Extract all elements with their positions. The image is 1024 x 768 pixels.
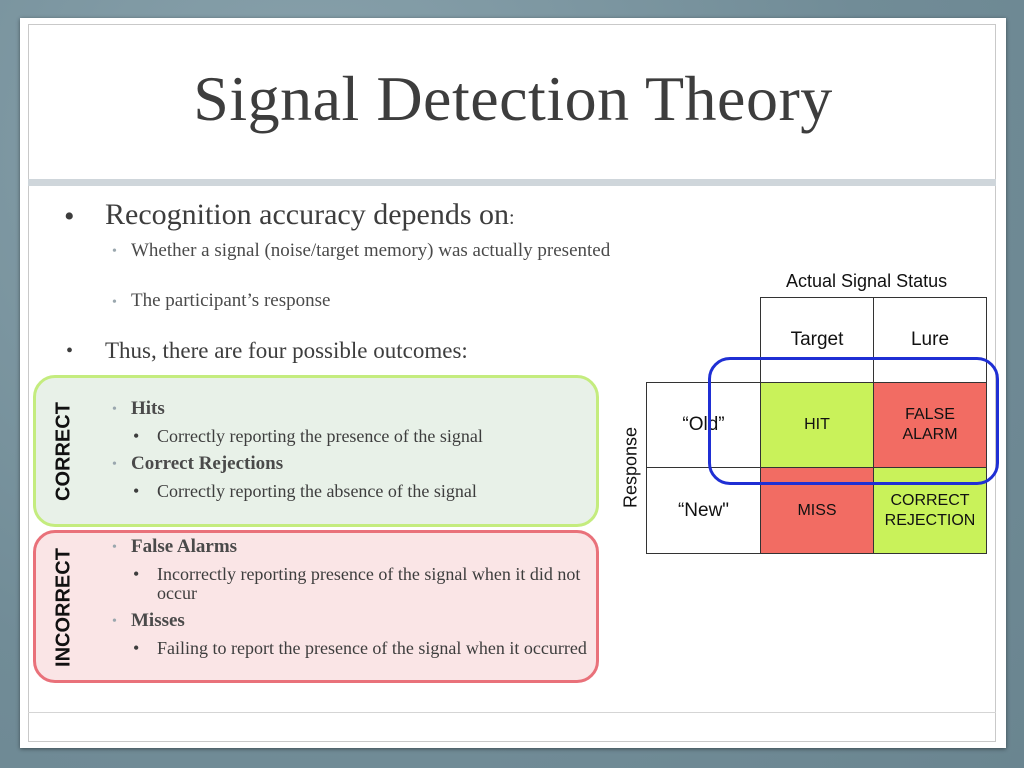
list-bullet: •	[133, 426, 140, 446]
matrix-column-header: Actual Signal Status	[786, 271, 948, 291]
sub-bullet-dot: •	[112, 295, 117, 310]
sub-bullet-dot: •	[112, 402, 117, 417]
matrix-cell-false-alarm: FALSE ALARM	[873, 382, 987, 468]
bullet-recognition: Recognition accuracy depends on:	[105, 198, 515, 232]
correct-rejections-description: Correctly reporting the absence of the s…	[157, 481, 477, 501]
bullet-dot: •	[66, 340, 74, 362]
matrix-row-header: Response	[620, 426, 641, 509]
bullet-dot: •	[64, 200, 75, 233]
sub-bullet-dot: •	[112, 244, 117, 259]
sub-bullet-response: The participant’s response	[131, 290, 331, 311]
sub-bullet-dot: •	[112, 457, 117, 472]
hits-heading: Hits	[131, 398, 165, 419]
false-alarms-heading: False Alarms	[131, 536, 238, 557]
highlight-frame	[708, 357, 999, 485]
slide-title: Signal Detection Theory	[193, 63, 833, 134]
matrix-cell-hit: HIT	[760, 382, 874, 468]
title-divider	[28, 179, 996, 186]
list-bullet: •	[133, 481, 140, 501]
list-bullet: •	[133, 564, 140, 584]
slide-frame	[28, 24, 996, 742]
bullet-recognition-text: Recognition accuracy depends on	[105, 198, 510, 231]
correct-label: CORRECT	[52, 402, 75, 501]
hits-description: Correctly reporting the presence of the …	[157, 426, 483, 446]
incorrect-box	[33, 530, 599, 683]
bullet-outcomes: Thus, there are four possible outcomes:	[105, 338, 468, 363]
correct-rejections-heading: Correct Rejections	[131, 453, 284, 474]
list-bullet: •	[133, 638, 140, 658]
bullet-recognition-colon: :	[509, 207, 515, 229]
sub-bullet-dot: •	[112, 614, 117, 629]
misses-description: Failing to report the presence of the si…	[157, 638, 587, 658]
sub-bullet-signal: Whether a signal (noise/target memory) w…	[131, 240, 611, 261]
misses-heading: Misses	[131, 610, 185, 631]
incorrect-label: INCORRECT	[52, 548, 75, 667]
sub-bullet-dot: •	[112, 540, 117, 555]
false-alarms-description: Incorrectly reporting presence of the si…	[157, 564, 581, 603]
correct-box	[33, 375, 599, 527]
matrix-cell-correct-rejection: CORRECT REJECTION	[873, 467, 987, 554]
slide: Signal Detection Theory • Recognition ac…	[20, 18, 1006, 748]
footer-divider	[28, 712, 996, 713]
